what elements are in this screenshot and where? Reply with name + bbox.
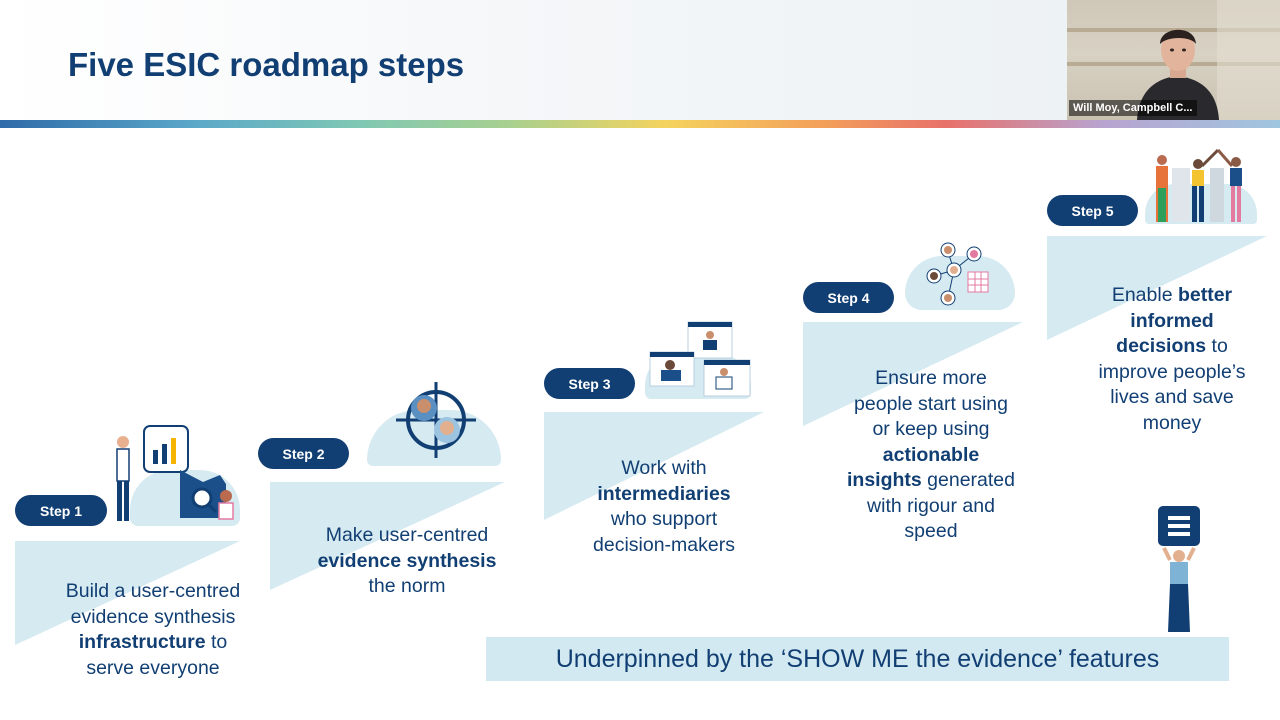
description-line: with rigour and [821,494,1041,520]
slide-title: Five ESIC roadmap steps [68,46,465,83]
step-3-description: Work with intermediaries who support decisi… [554,456,774,558]
description-line: intermediaries [554,482,774,508]
target-icon [396,382,476,458]
participant-video-tile[interactable]: Will Moy, Campbell C... [1067,0,1280,120]
description-line: Build a user-centred [43,579,263,605]
text: Work with [621,457,707,479]
slide-header: Five ESIC roadmap steps [0,0,1280,120]
participant-avatar [1137,0,1280,120]
step-5-stair-shape [1047,236,1267,340]
celebrating-people-illustration [1156,148,1242,222]
step-1-stair-shape [15,541,240,645]
video-call-windows-icon [649,321,751,397]
text: Ensure more [875,367,987,389]
bold-text: informed [1130,309,1214,332]
description-line: money [1062,411,1280,437]
description-line: decision-makers [554,533,774,559]
description-line: Make user-centred [297,523,517,549]
step-3-stair-shape [544,412,764,520]
step-4-pill: Step 4 [803,282,894,313]
description-line: insights generated [821,468,1041,494]
text: to [205,631,228,653]
person-holding-puzzle-illustration [1158,506,1200,632]
description-line: lives and save [1062,385,1280,411]
text: or keep using [872,418,990,440]
bold-text: actionable [882,443,980,466]
text: serve everyone [86,656,220,679]
text: who support [610,508,718,530]
description-line: infrastructure to [43,630,263,656]
description-line: who support [554,507,774,533]
description-line: informed [1062,309,1280,335]
text: decision-makers [593,533,735,556]
description-line: decisions to [1062,334,1280,360]
step-2-description: Make user-centred evidence synthesis the n… [297,523,517,600]
text: Build a user-centred [65,580,241,602]
text: generated [921,469,1015,491]
description-line: Enable better [1062,283,1280,309]
description-line: speed [821,519,1041,545]
puzzle-people-illustration [116,425,234,521]
step-2-pill: Step 2 [258,438,349,469]
bold-text: intermediaries [597,482,731,505]
step-2-stair-shape [270,482,505,590]
description-line: serve everyone [43,656,263,682]
rainbow-divider [0,120,1280,128]
step-4-description: Ensure more people start using or keep usi… [821,366,1041,545]
step-3-pill: Step 3 [544,368,635,399]
description-line: evidence synthesis [43,605,263,631]
participant-name-label: Will Moy, Campbell C... [1069,100,1197,116]
bold-text: better [1177,284,1233,306]
bold-text: decisions [1116,335,1207,357]
text: evidence synthesis [70,605,236,628]
description-line: Work with [554,456,774,482]
text: money [1142,411,1202,434]
description-line: Ensure more [821,366,1041,392]
text: to [1206,335,1228,357]
evidence-features-banner: Underpinned by the ‘SHOW ME the evidence… [486,637,1229,681]
text: improve people’s [1098,360,1246,383]
text: people start using [854,392,1008,415]
description-line: the norm [297,574,517,600]
text: Make user-centred [325,524,489,546]
text: Enable [1111,284,1178,306]
description-line: evidence synthesis [297,549,517,575]
bold-text: infrastructure [78,631,206,653]
step-5-pill: Step 5 [1047,195,1138,226]
step-4-stair-shape [803,322,1023,426]
description-line: improve people’s [1062,360,1280,386]
text: with rigour and [867,494,995,517]
text: lives and save [1110,386,1234,408]
step-1-pill: Step 1 [15,495,107,526]
text: speed [904,520,958,542]
description-line: or keep using [821,417,1041,443]
bold-text: evidence synthesis [317,549,497,572]
description-line: actionable [821,443,1041,469]
bold-text: insights [846,469,922,491]
description-line: people start using [821,392,1041,418]
text: the norm [368,575,446,597]
people-network-icon [926,242,989,306]
